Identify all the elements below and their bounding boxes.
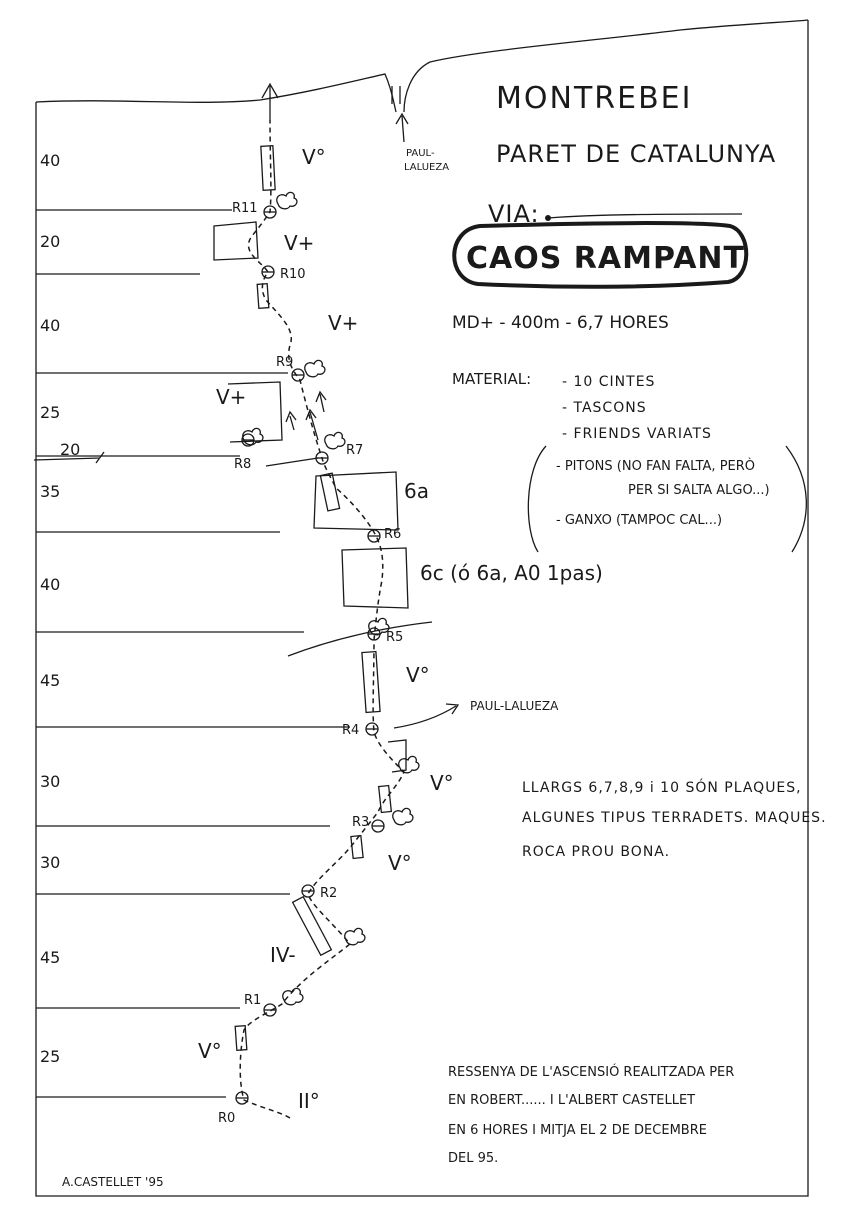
- optional-item: - GANXO (TAMPOC CAL...): [556, 513, 722, 528]
- paul-lalueza-top-arrow: [395, 112, 409, 143]
- pitch-length-11: 20: [40, 232, 60, 251]
- belay-r2: R2: [320, 886, 337, 901]
- pitch-length-8: 20: [60, 440, 80, 459]
- belay-r8: R8: [234, 457, 251, 472]
- grade-pitch-0: II°: [298, 1089, 320, 1113]
- grade-pitch-2: IV-: [270, 943, 296, 967]
- belay-r9: R9: [276, 355, 293, 370]
- sheet-frame: [35, 20, 809, 1197]
- pitch-length-12: 40: [40, 151, 60, 170]
- grade-pitch-6: 6c (ó 6a, A0 1pas): [420, 561, 603, 585]
- paul-lalueza-side-label: PAUL-LALUEZA: [470, 699, 559, 713]
- belay-r1: R1: [244, 993, 261, 1008]
- pitch-note-line: ALGUNES TIPUS TERRADETS. MAQUES.: [522, 810, 827, 826]
- author-signature: A.CASTELLET '95: [62, 1175, 164, 1189]
- pitch-length-1: 25: [40, 1047, 60, 1066]
- pitch-length-6: 40: [40, 575, 60, 594]
- ascent-note-line: EN ROBERT...... I L'ALBERT CASTELLET: [448, 1093, 695, 1108]
- direction-arrow: [305, 408, 319, 441]
- belay-r7: R7: [346, 443, 363, 458]
- grade-pitch-5: V°: [406, 663, 430, 687]
- pitch-length-4: 30: [40, 772, 60, 791]
- pitch-length-2: 45: [40, 948, 60, 967]
- bush-symbols: [242, 191, 420, 1006]
- belay-r0: R0: [218, 1111, 235, 1126]
- ledge-r5: [287, 621, 433, 657]
- cliff-top-line: [35, 19, 809, 113]
- pitch-length-3: 30: [40, 853, 60, 872]
- optional-item: - PITONS (NO FAN FALTA, PERÒ: [556, 458, 755, 474]
- ledge-r7: [265, 457, 319, 467]
- grade-pitch-12: V°: [302, 145, 326, 169]
- belay-r11: R11: [232, 201, 258, 216]
- direction-arrow: [285, 410, 297, 431]
- optional-item: PER SI SALTA ALGO...): [628, 483, 770, 498]
- grade-summary: MD+ - 400m - 6,7 HORES: [452, 313, 669, 333]
- grade-pitch-11: V+: [284, 231, 314, 255]
- pitch-note-line: LLARGS 6,7,8,9 i 10 SÓN PLAQUES,: [522, 778, 802, 796]
- direction-arrow: [315, 390, 327, 413]
- cliff-gap: [391, 86, 401, 104]
- paul-lalueza-side-arrow: [393, 703, 460, 729]
- belay-r3: R3: [352, 815, 369, 830]
- via-dot: [545, 215, 551, 221]
- page-subtitle: PARET DE CATALUNYA: [496, 140, 776, 168]
- slab-boxes: [213, 221, 409, 773]
- grade-pitch-7: 6a: [404, 479, 429, 503]
- crack-symbols: [234, 145, 393, 1052]
- via-underline: [547, 213, 743, 219]
- ascent-note-line: EN 6 HORES I MITJA EL 2 DE DECEMBRE: [448, 1123, 707, 1138]
- pitch-length-10: 40: [40, 316, 60, 335]
- material-item: - 10 CINTES: [562, 374, 655, 390]
- pitch-length-7: 35: [40, 482, 60, 501]
- belay-r6: R6: [384, 527, 401, 542]
- belay-r10: R10: [280, 267, 306, 282]
- optional-bracket-left: [527, 445, 547, 553]
- ledge-r8: [33, 451, 105, 464]
- grade-pitch-10: V+: [328, 311, 358, 335]
- route-name: CAOS RAMPANT: [466, 241, 745, 276]
- belay-r5: R5: [386, 630, 403, 645]
- optional-bracket-right: [785, 445, 807, 553]
- paul-lalueza-top-label: PAUL-: [406, 148, 435, 159]
- material-item: - FRIENDS VARIATS: [562, 426, 712, 442]
- grade-pitch-9: V+: [216, 385, 246, 409]
- paul-lalueza-top-label: LALUEZA: [404, 162, 449, 173]
- belay-r4: R4: [342, 723, 359, 738]
- grade-pitch-3: V°: [388, 851, 412, 875]
- pitch-dividers: [36, 209, 350, 1098]
- page-title: MONTREBEI: [496, 81, 692, 116]
- pitch-length-9: 25: [40, 403, 60, 422]
- material-label: MATERIAL:: [452, 370, 531, 388]
- material-item: - TASCONS: [562, 400, 647, 416]
- exit-arrow: [261, 82, 279, 120]
- route-name-box: [452, 221, 749, 289]
- grade-pitch-4: V°: [430, 771, 454, 795]
- pitch-length-5: 45: [40, 671, 60, 690]
- ascent-note-line: RESSENYA DE L'ASCENSIÓ REALITZADA PER: [448, 1064, 734, 1080]
- ascent-note-line: DEL 95.: [448, 1151, 498, 1166]
- grade-pitch-1: V°: [198, 1039, 222, 1063]
- pitch-note-line: ROCA PROU BONA.: [522, 844, 670, 860]
